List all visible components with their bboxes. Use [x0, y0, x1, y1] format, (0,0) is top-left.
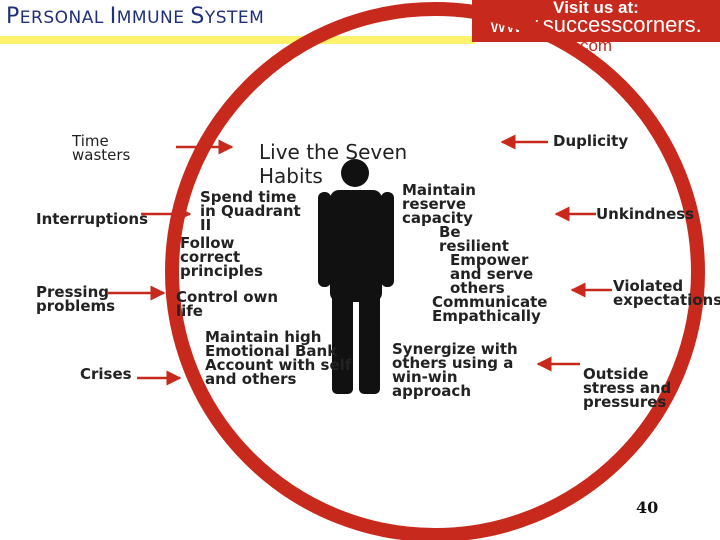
page-number: 40: [636, 498, 659, 517]
title-word-3: SYSTEM: [190, 4, 265, 29]
person-figure-icon: [318, 159, 394, 394]
habit-control-own-life: Control own life: [176, 288, 279, 320]
threat-duplicity: Duplicity: [553, 132, 629, 150]
title-underline-band: [0, 36, 475, 44]
threat-interruptions: Interruptions: [36, 210, 149, 228]
habit-emotional-bank-account: Maintain high Emotional Bank Account wit…: [205, 328, 352, 388]
habit-synergize: Synergize with others using a win-win ap…: [392, 340, 518, 400]
page-title: PERSONAL IMMUNE SYSTEM: [6, 4, 264, 29]
habit-communicate-empathically: Communicate Empathically: [432, 293, 548, 325]
center-title: Live the Seven Habits: [259, 140, 408, 188]
threat-violated-expectations: Violated expectations: [613, 277, 720, 309]
threat-unkindness: Unkindness: [596, 205, 695, 223]
immune-ring: [165, 2, 705, 540]
threat-crises: Crises: [80, 365, 132, 383]
threat-pressing-problems: Pressing problems: [36, 283, 116, 315]
threat-outside-stress: Outside stress and pressures: [583, 365, 672, 411]
title-word-2: IMMUNE: [109, 4, 191, 29]
habit-quadrant-ii: Spend time in Quadrant II: [200, 188, 301, 234]
habit-be-resilient: Be resilient: [439, 223, 509, 255]
threat-arrows: [108, 134, 612, 386]
habit-reserve-capacity: Maintain reserve capacity: [402, 181, 476, 227]
threat-time-wasters: Time wasters: [72, 132, 131, 164]
habit-correct-principles: Follow correct principles: [180, 234, 263, 280]
visit-label: Visit us at:: [553, 0, 639, 17]
title-word-1: PERSONAL: [6, 4, 110, 29]
habit-empower-serve: Empower and serve others: [450, 251, 534, 297]
